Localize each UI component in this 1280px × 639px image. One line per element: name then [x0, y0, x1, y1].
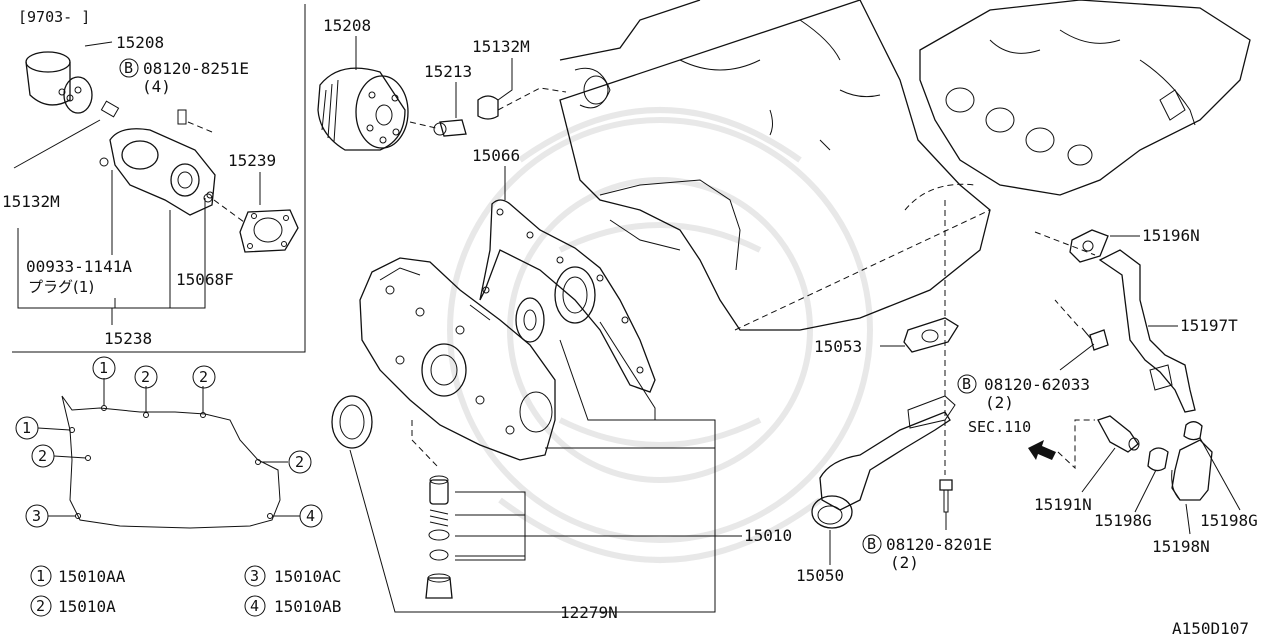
- label-15238: 15238: [104, 329, 152, 348]
- callout-2-top-a: 2: [134, 365, 158, 389]
- oil-filter-inset: [25, 51, 93, 114]
- svg-text:2: 2: [38, 447, 47, 465]
- oil-pump-inner-gear: [515, 297, 545, 343]
- label-15068F: 15068F: [176, 270, 234, 289]
- svg-text:1: 1: [22, 419, 31, 437]
- svg-text:15010A: 15010A: [58, 597, 116, 616]
- drawing-code: A150D107: [1172, 619, 1249, 638]
- bolt-marker-3: B: [867, 535, 876, 553]
- label-08120-62033-qty: (2): [985, 393, 1014, 412]
- label-15132M-main: 15132M: [472, 37, 530, 56]
- label-15196N: 15196N: [1142, 226, 1200, 245]
- filter-bracket-inset: [99, 100, 216, 216]
- label-15197T: 15197T: [1180, 316, 1238, 335]
- label-sec-110: SEC.110: [968, 418, 1031, 436]
- svg-text:15010AC: 15010AC: [274, 567, 341, 586]
- svg-text:1: 1: [99, 359, 108, 377]
- label-15198G-b: 15198G: [1200, 511, 1258, 530]
- cylinder-head: [919, 0, 1251, 196]
- label-15208-main: 15208: [323, 16, 371, 35]
- strainer-gasket-15053: [903, 317, 959, 353]
- svg-text:4: 4: [250, 597, 259, 615]
- callout-2-right: 2: [288, 450, 312, 474]
- legend-item-4: 4 15010AB: [244, 595, 341, 617]
- engine-block: [559, 0, 991, 331]
- oil-strainer-15050: [811, 395, 956, 529]
- label-08120-8251E: 08120-8251E: [143, 59, 249, 78]
- callout-2-top-b: 2: [192, 365, 216, 389]
- oil-filter-main: [317, 67, 409, 151]
- label-08120-8251E-qty: (4): [142, 77, 171, 96]
- label-15010: 15010: [744, 526, 792, 545]
- front-oil-seal-12279N: [331, 395, 373, 449]
- oil-pump-outer-gear: [554, 266, 596, 324]
- relief-valve-parts: [425, 475, 453, 599]
- hose-15198N: [1171, 439, 1213, 501]
- callout-3-left: 3: [25, 504, 49, 528]
- inset-date: [9703- ]: [18, 8, 90, 26]
- bolt-marker-2: B: [962, 375, 971, 393]
- svg-text:2: 2: [36, 597, 45, 615]
- label-15239: 15239: [228, 151, 276, 170]
- inset-panel: [9703- ]: [2, 4, 306, 353]
- label-12279N: 12279N: [560, 603, 618, 622]
- gasket-15196N: [1069, 229, 1109, 263]
- label-08120-8201E-qty: (2): [890, 553, 919, 572]
- pipe-15197T: [1098, 249, 1196, 413]
- hose-clamp-15198G-b: [1183, 421, 1203, 441]
- bolt-08120-8201E: [939, 479, 953, 513]
- label-08120-62033: 08120-62033: [984, 375, 1090, 394]
- callout-4-right: 4: [299, 504, 323, 528]
- label-15213: 15213: [424, 62, 472, 81]
- label-15198N: 15198N: [1152, 537, 1210, 556]
- connector-15191N: [1097, 415, 1140, 453]
- gasket-15239: [239, 209, 299, 253]
- bolt-08120-62033: [1081, 327, 1109, 351]
- label-15053: 15053: [814, 337, 862, 356]
- connector-15213: [433, 119, 467, 137]
- front-cover-gasket-15066: [479, 199, 656, 393]
- front-cover-15010: [359, 257, 556, 461]
- bolt-marker-1: B: [124, 59, 133, 77]
- svg-text:3: 3: [32, 507, 41, 525]
- label-15208-inset: 15208: [116, 33, 164, 52]
- label-15191N: 15191N: [1034, 495, 1092, 514]
- label-15066: 15066: [472, 146, 520, 165]
- label-15050: 15050: [796, 566, 844, 585]
- svg-text:15010AA: 15010AA: [58, 567, 126, 586]
- front-cover-gasket-layout: 1 2 2 1 2 2 3 4: [15, 356, 323, 529]
- svg-text:2: 2: [295, 453, 304, 471]
- legend-item-1: 1 15010AA: [30, 565, 126, 587]
- legend: 1 15010AA 2 15010A 3 15010AC 4 15010AB: [30, 565, 341, 617]
- svg-text:1: 1: [36, 567, 45, 585]
- label-plug: プラグ(1): [28, 278, 94, 296]
- label-15132M-inset: 15132M: [2, 192, 60, 211]
- plug-15132M: [477, 95, 499, 120]
- svg-text:4: 4: [306, 507, 315, 525]
- legend-item-3: 3 15010AC: [244, 565, 341, 587]
- label-15198G-a: 15198G: [1094, 511, 1152, 530]
- callout-1-top: 1: [92, 356, 116, 380]
- label-00933-1141A: 00933-1141A: [26, 257, 132, 276]
- hose-clamp-15198G-a: [1147, 447, 1169, 472]
- svg-text:15010AB: 15010AB: [274, 597, 341, 616]
- watermark-emblem: [447, 107, 873, 563]
- callout-2-left: 2: [31, 444, 55, 468]
- label-08120-8201E: 08120-8201E: [886, 535, 992, 554]
- svg-text:2: 2: [141, 368, 150, 386]
- svg-text:2: 2: [199, 368, 208, 386]
- callout-1-left: 1: [15, 416, 39, 440]
- legend-item-2: 2 15010A: [30, 595, 116, 617]
- arrow-to-sec110-icon: [1028, 440, 1056, 460]
- svg-text:3: 3: [250, 567, 259, 585]
